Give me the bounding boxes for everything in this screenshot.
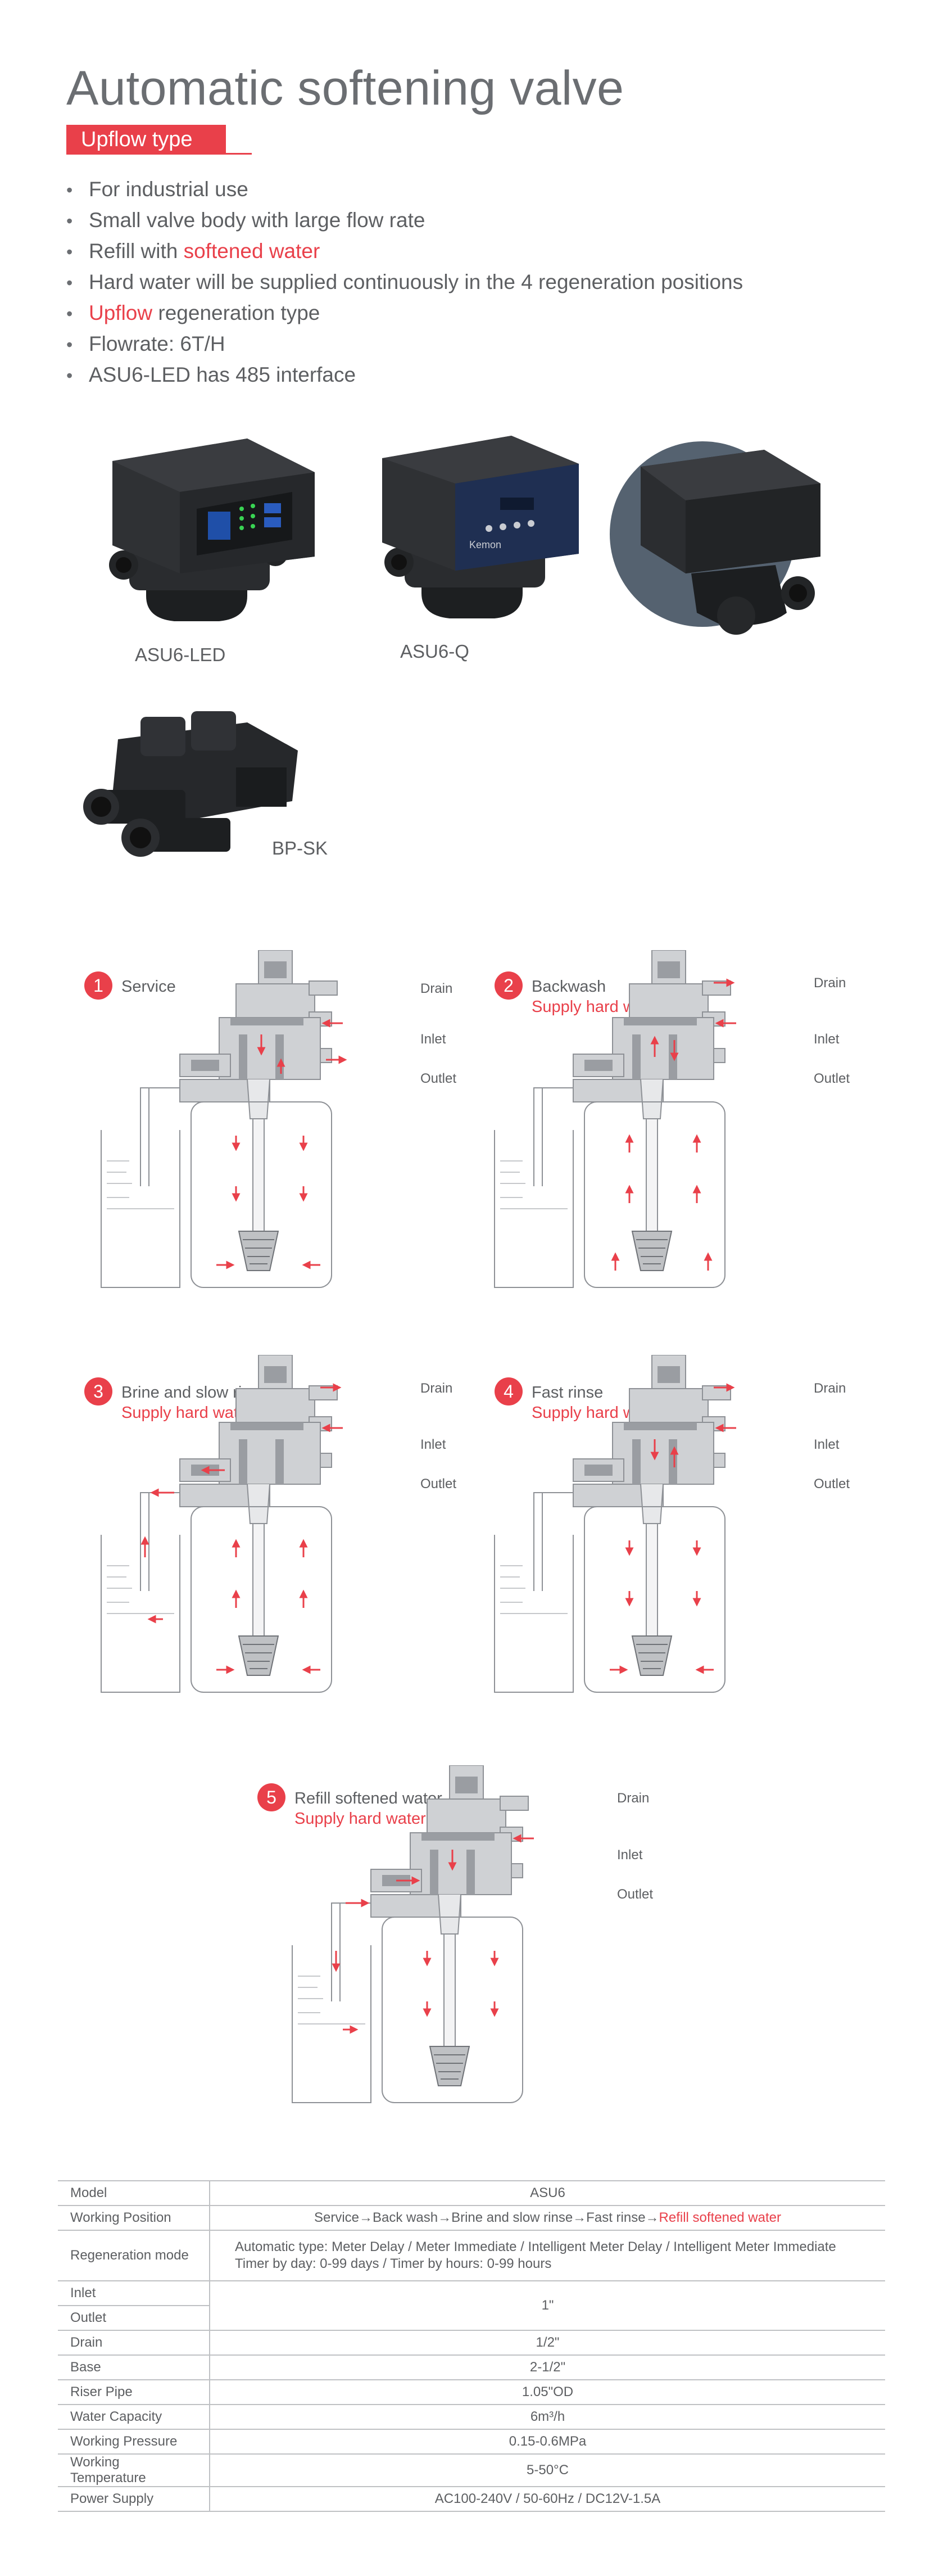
service-flow-diagram	[101, 950, 347, 1288]
feature-item: Small valve body with large flow rate	[66, 205, 743, 236]
spec-value: 5-50°C	[210, 2453, 885, 2487]
stage-number-badge: 4	[495, 1377, 523, 1405]
type-badge: Upflow type	[66, 125, 226, 154]
fast-rinse-flow-diagram	[494, 1355, 736, 1693]
table-row: Base 2-1/2"	[58, 2354, 885, 2380]
outlet-label: Outlet	[617, 1887, 654, 1902]
outlet-label: Outlet	[814, 1476, 850, 1492]
feature-item: Upflow regeneration type	[66, 298, 743, 329]
stage-title: Fast rinse	[532, 1384, 604, 1402]
spec-value: 1.05"OD	[210, 2379, 885, 2405]
spec-key: Model	[58, 2180, 210, 2206]
spec-table: Model ASU6 Working Position Service→Back…	[58, 2180, 885, 2512]
spec-key: Riser Pipe	[58, 2379, 210, 2405]
inlet-label: Inlet	[814, 1032, 840, 1047]
spec-value: ASU6	[210, 2180, 885, 2206]
drain-label: Drain	[420, 1381, 453, 1396]
spec-value: 6m³/h	[210, 2404, 885, 2429]
table-row: Working Position Service→Back wash→Brine…	[58, 2205, 885, 2230]
asu6-q-product-image: Kemon	[382, 436, 579, 618]
drain-label: Drain	[814, 975, 846, 991]
asu6-led-product-image	[109, 439, 315, 621]
drain-label: Drain	[420, 981, 453, 996]
spec-value: 1/2"	[210, 2330, 885, 2355]
table-row: Drain 1/2"	[58, 2330, 885, 2355]
drain-label: Drain	[814, 1381, 846, 1396]
feature-list: For industrial use Small valve body with…	[66, 174, 743, 391]
table-row: Riser Pipe 1.05"OD	[58, 2379, 885, 2405]
spec-key: Water Capacity	[58, 2404, 210, 2429]
table-row: Working Temperature 5-50°C	[58, 2453, 885, 2487]
brine-slow-rinse-flow-diagram	[101, 1355, 343, 1693]
product-label: ASU6-LED	[135, 644, 226, 665]
valve-detail-image	[610, 441, 820, 635]
stage-number-badge: 2	[495, 971, 523, 1000]
inlet-label: Inlet	[814, 1437, 840, 1452]
spec-key: Working Position	[58, 2205, 210, 2230]
spec-key: Working Temperature	[58, 2453, 210, 2487]
table-row: Model ASU6	[58, 2180, 885, 2206]
spec-value: 0.15-0.6MPa	[210, 2429, 885, 2454]
outlet-label: Outlet	[814, 1071, 850, 1086]
feature-item: Flowrate: 6T/H	[66, 329, 743, 360]
inlet-label: Inlet	[617, 1847, 643, 1863]
feature-item: ASU6-LED has 485 interface	[66, 360, 743, 391]
spec-key: Regeneration mode	[58, 2230, 210, 2281]
page-title: Automatic softening valve	[66, 61, 624, 115]
table-row: Outlet	[58, 2305, 885, 2330]
table-row: Working Pressure 0.15-0.6MPa	[58, 2429, 885, 2454]
table-row: Inlet 1"	[58, 2280, 885, 2330]
feature-item: Hard water will be supplied continuously…	[66, 267, 743, 298]
drain-label: Drain	[617, 1791, 650, 1806]
spec-key: Inlet	[58, 2280, 210, 2306]
product-label: ASU6-Q	[400, 641, 469, 662]
spec-value: 1"	[210, 2280, 885, 2330]
feature-item: Refill with softened water	[66, 236, 743, 267]
stage-subtitle: Supply hard water	[121, 1404, 253, 1422]
inlet-label: Inlet	[420, 1437, 446, 1452]
spec-key: Outlet	[58, 2305, 210, 2330]
stage-number-badge: 3	[84, 1377, 112, 1405]
bp-sk-product-image	[83, 711, 298, 857]
feature-item: For industrial use	[66, 174, 743, 205]
table-row: Water Capacity 6m³/h	[58, 2404, 885, 2429]
stage-number-badge: 5	[257, 1783, 285, 1811]
spec-key: Base	[58, 2354, 210, 2380]
backwash-flow-diagram	[494, 950, 736, 1288]
badge-underline	[66, 153, 252, 155]
stage-subtitle: Supply hard water	[294, 1810, 426, 1828]
spec-key: Drain	[58, 2330, 210, 2355]
product-label: BP-SK	[272, 838, 328, 858]
stage-title: Backwash	[532, 978, 606, 996]
inlet-label: Inlet	[420, 1032, 446, 1047]
stage-number-badge: 1	[84, 971, 112, 1000]
spec-key: Working Pressure	[58, 2429, 210, 2454]
spec-value: Service→Back wash→Brine and slow rinse→F…	[210, 2205, 885, 2230]
stage-title: Refill softened water	[294, 1789, 442, 1807]
spec-value: Automatic type: Meter Delay / Meter Imme…	[210, 2230, 885, 2281]
brand-logo-text: Kemon	[469, 539, 501, 550]
outlet-label: Outlet	[420, 1071, 457, 1086]
spec-value: 2-1/2"	[210, 2354, 885, 2380]
spec-key: Power Supply	[58, 2486, 210, 2512]
table-row: Power Supply AC100-240V / 50-60Hz / DC12…	[58, 2486, 885, 2512]
outlet-label: Outlet	[420, 1476, 457, 1492]
refill-flow-diagram	[292, 1765, 534, 2103]
spec-value: AC100-240V / 50-60Hz / DC12V-1.5A	[210, 2486, 885, 2512]
table-row: Regeneration mode Automatic type: Meter …	[58, 2230, 885, 2281]
stage-title: Service	[121, 978, 176, 996]
